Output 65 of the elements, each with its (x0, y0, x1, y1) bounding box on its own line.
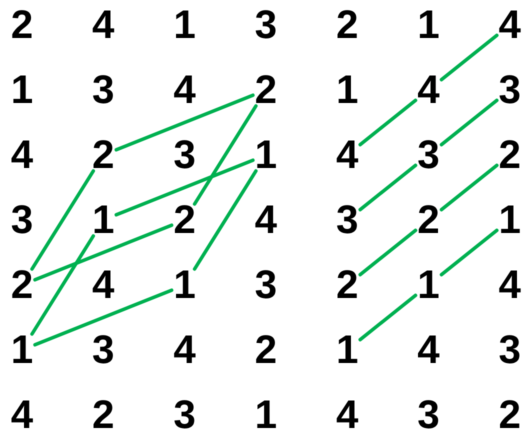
digit: 1 (252, 139, 279, 171)
connector-line (192, 104, 258, 206)
connector-line (192, 169, 258, 271)
connector-line (30, 169, 96, 271)
connector-line (358, 294, 418, 342)
digit: 2 (496, 139, 523, 171)
digit: 1 (416, 9, 442, 41)
digit: 2 (172, 204, 198, 236)
digit: 3 (9, 204, 35, 236)
digit: 2 (90, 139, 116, 171)
digit: 4 (252, 204, 279, 236)
digit: 2 (334, 9, 360, 41)
digit: 3 (334, 204, 360, 236)
digit: 3 (416, 139, 442, 171)
digit: 2 (416, 204, 442, 236)
digit: 4 (90, 269, 116, 301)
digit: 4 (416, 334, 442, 366)
digit: 2 (252, 334, 279, 366)
digit: 1 (9, 74, 35, 106)
digit: 2 (334, 269, 360, 301)
digit: 1 (334, 334, 360, 366)
digit: 3 (90, 74, 116, 106)
digit: 4 (416, 74, 442, 106)
digit: 4 (496, 9, 523, 41)
connector-line (358, 164, 418, 212)
digit: 2 (252, 74, 279, 106)
digit: 2 (9, 9, 35, 41)
connector-line (440, 164, 499, 212)
digit: 3 (252, 9, 279, 41)
digit: 4 (334, 139, 360, 171)
digit: 3 (90, 334, 116, 366)
digit: 1 (172, 269, 198, 301)
connector-line (358, 228, 418, 276)
digit: 1 (252, 399, 279, 431)
digit: 1 (172, 9, 198, 41)
connector-line (30, 234, 96, 336)
digit: 3 (416, 399, 442, 431)
digit: 2 (90, 399, 116, 431)
digit: 4 (90, 9, 116, 41)
connector-line (358, 98, 418, 146)
connector-line (440, 228, 499, 276)
digit: 1 (334, 74, 360, 106)
digit: 4 (172, 334, 198, 366)
digit: 4 (9, 139, 35, 171)
connector-line (33, 223, 174, 282)
digit: 2 (9, 269, 35, 301)
connector-line (114, 158, 255, 217)
digit: 4 (9, 399, 35, 431)
digit: 3 (172, 139, 198, 171)
digit: 3 (496, 334, 523, 366)
digit: 4 (334, 399, 360, 431)
digit: 1 (496, 204, 523, 236)
connector-line (114, 93, 255, 152)
digit: 2 (496, 399, 523, 431)
digit: 4 (172, 74, 198, 106)
digit: 3 (252, 269, 279, 301)
digit: 4 (496, 269, 523, 301)
digit: 1 (9, 334, 35, 366)
connector-line (440, 98, 499, 146)
connector-line (33, 288, 174, 347)
digit: 3 (496, 74, 523, 106)
connector-line (440, 34, 499, 82)
digit: 3 (172, 399, 198, 431)
digit: 1 (416, 269, 442, 301)
digit: 1 (90, 204, 116, 236)
